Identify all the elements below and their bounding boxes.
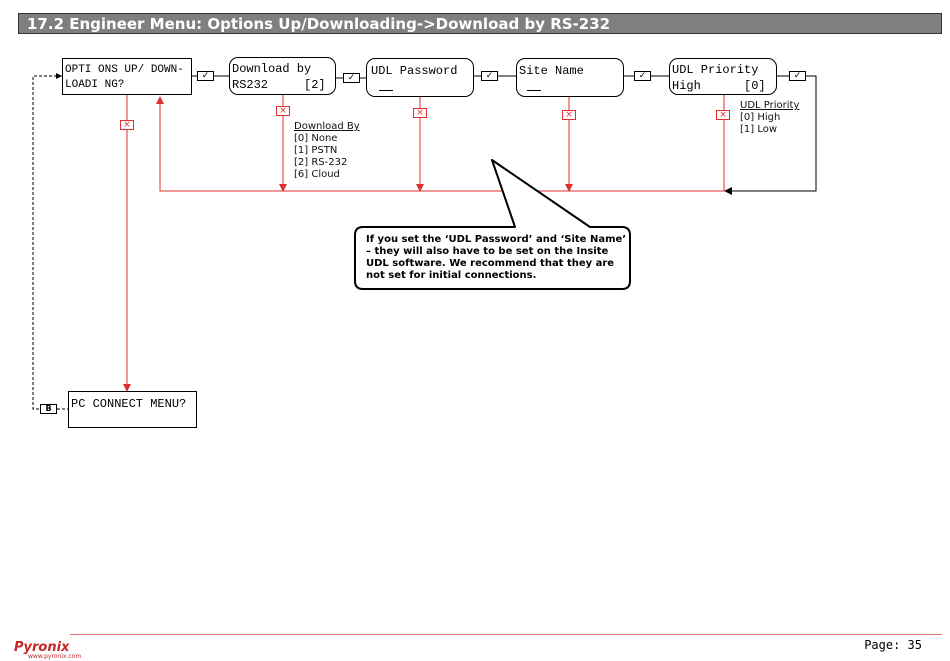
tick-icon: ✓	[789, 71, 806, 81]
dashed-loop-line	[32, 75, 62, 410]
download-option-item: [1] PSTN	[294, 145, 338, 156]
password-box-label: UDL Password	[371, 64, 458, 78]
cross-icon: ×	[562, 110, 576, 120]
dashed-loop	[32, 75, 68, 410]
download-box-line1: Download by	[232, 62, 312, 76]
download-options-title: Download By	[294, 121, 360, 132]
download-by-options: Download By [0] None [1] PSTN [2] RS-232…	[294, 121, 360, 181]
cross-icon: ×	[120, 120, 134, 130]
priority-box-index: [0]	[744, 79, 766, 93]
udl-priority-box: UDL Priority High [0]	[669, 58, 777, 95]
download-option-item: [0] None	[294, 133, 338, 144]
b-label-badge: B	[40, 404, 57, 414]
udl-password-box: UDL Password	[366, 58, 474, 97]
priority-box-label: UDL Priority	[672, 63, 759, 77]
download-by-box: Download by RS232 [2]	[229, 57, 336, 95]
section-header: 17.2 Engineer Menu: Options Up/Downloadi…	[18, 13, 942, 34]
cross-icon: ×	[716, 110, 730, 120]
download-box-index: [2]	[304, 78, 326, 92]
pc-connect-menu-box: PC CONNECT MENU?	[68, 391, 197, 428]
dashed-loop-arrowhead	[56, 73, 62, 79]
priority-box-value: High	[672, 79, 701, 93]
download-option-item: [6] Cloud	[294, 169, 340, 180]
callout-note: If you set the ‘UDL Password’ and ‘Site …	[366, 234, 627, 281]
tick-icon: ✓	[197, 71, 214, 81]
site-name-box: Site Name	[516, 58, 624, 97]
priority-option-item: [0] High	[740, 112, 781, 123]
options-box-line2: LOADI NG?	[65, 79, 125, 91]
options-updownloading-box: OPTI ONS UP/ DOWN- LOADI NG?	[62, 58, 192, 95]
priority-option-item: [1] Low	[740, 124, 778, 135]
section-title: 17.2 Engineer Menu: Options Up/Downloadi…	[27, 15, 611, 33]
tick-icon: ✓	[634, 71, 651, 81]
logo-brand: Pyronix	[14, 640, 70, 655]
callout-bubble	[354, 159, 631, 290]
site-box-label: Site Name	[519, 64, 584, 78]
download-option-item: [2] RS-232	[294, 157, 348, 168]
cross-icon: ×	[276, 106, 290, 116]
pyronix-logo: Pyronix www.pyronix.com	[14, 636, 81, 660]
page-number: Page: 35	[864, 638, 922, 652]
download-box-value: RS232	[232, 78, 269, 92]
tick-icon: ✓	[481, 71, 498, 81]
logo-url: www.pyronix.com	[28, 653, 82, 660]
cross-icon: ×	[413, 108, 427, 118]
password-entry-field	[379, 90, 393, 91]
tick-icon: ✓	[343, 73, 360, 83]
udl-priority-options: UDL Priority [0] High [1] Low	[740, 100, 799, 136]
return-line	[156, 96, 724, 192]
options-box-line1: OPTI ONS UP/ DOWN-	[65, 64, 184, 76]
priority-options-title: UDL Priority	[740, 100, 800, 111]
footer-rule	[70, 634, 942, 635]
site-entry-field	[527, 90, 541, 91]
pc-connect-label: PC CONNECT MENU?	[71, 397, 187, 411]
